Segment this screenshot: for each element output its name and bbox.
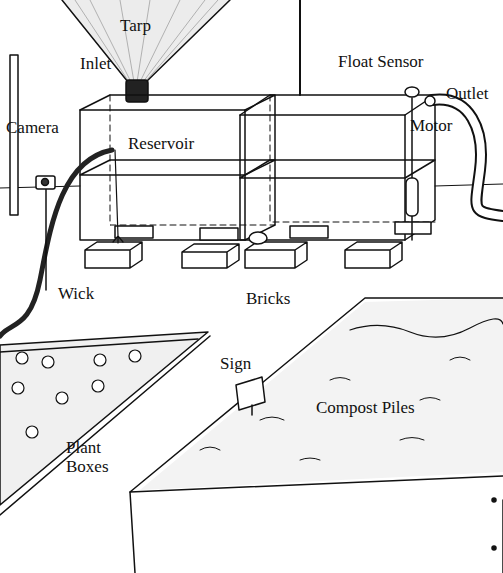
wall-line bbox=[0, 184, 503, 188]
compost-fill bbox=[140, 298, 503, 490]
part-label: Outlet bbox=[446, 84, 489, 103]
plant-box-rim bbox=[0, 336, 210, 515]
brick bbox=[182, 244, 239, 268]
part-label: Compost Piles bbox=[316, 398, 415, 417]
flower bbox=[92, 380, 104, 392]
flower bbox=[94, 354, 106, 366]
flower bbox=[56, 392, 68, 404]
pipe-connector bbox=[249, 232, 267, 244]
rivet bbox=[492, 498, 496, 502]
inlet-symbol bbox=[126, 80, 148, 102]
flower bbox=[42, 356, 54, 368]
water-level bbox=[240, 160, 435, 178]
compost-bin bbox=[130, 298, 503, 492]
float-sensor-symbol bbox=[405, 87, 419, 97]
part-label: Camera bbox=[6, 118, 59, 137]
camera-symbol bbox=[36, 176, 55, 189]
compost-ridge bbox=[350, 319, 503, 337]
hidden-edge bbox=[270, 95, 435, 222]
camera-lens bbox=[42, 179, 49, 186]
wick-strand bbox=[113, 150, 123, 243]
reservoir-box bbox=[80, 95, 275, 240]
part-label: Sign bbox=[220, 354, 251, 373]
part-label: Plant Boxes bbox=[66, 438, 121, 476]
part-label: Bricks bbox=[246, 289, 290, 308]
outlet-valve bbox=[425, 96, 435, 106]
tarp-edge bbox=[62, 0, 230, 82]
flower bbox=[16, 352, 28, 364]
reservoir-box bbox=[240, 95, 435, 240]
flower bbox=[12, 382, 24, 394]
tarp-texture bbox=[75, 0, 218, 82]
flower-group bbox=[12, 350, 141, 438]
camera-post bbox=[45, 188, 47, 290]
brick bbox=[345, 242, 402, 268]
part-label: Float Sensor bbox=[338, 52, 423, 71]
rivet bbox=[492, 546, 496, 550]
part-label: Motor bbox=[410, 116, 453, 135]
part-label: Reservoir bbox=[128, 134, 194, 153]
flower bbox=[129, 350, 141, 362]
brick bbox=[245, 242, 307, 268]
wick bbox=[0, 150, 112, 336]
part-label: Inlet bbox=[80, 54, 111, 73]
water-level bbox=[80, 160, 275, 175]
compost-bin bbox=[130, 492, 503, 573]
brick bbox=[115, 222, 431, 240]
motor-symbol bbox=[406, 178, 418, 216]
brick bbox=[85, 242, 142, 268]
sign-board bbox=[236, 377, 265, 410]
part-label: Wick bbox=[58, 284, 94, 303]
post bbox=[299, 0, 301, 95]
tarp-fill bbox=[62, 0, 230, 82]
flower bbox=[26, 426, 38, 438]
part-label: Tarp bbox=[120, 16, 151, 35]
sign-stake bbox=[251, 405, 253, 415]
